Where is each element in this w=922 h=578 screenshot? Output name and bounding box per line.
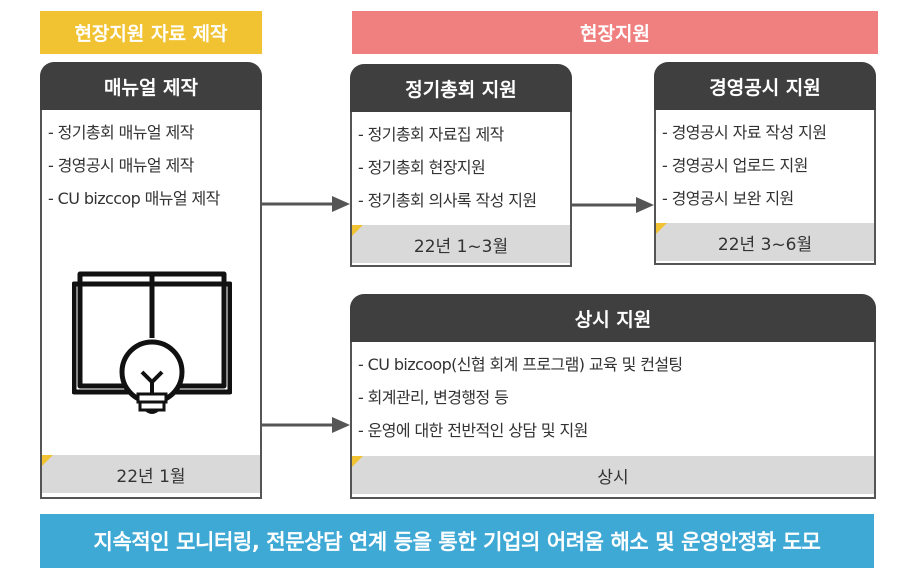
disclosure-period: 22년 3~6월: [717, 234, 813, 255]
general-meeting-card: - 정기총회 자료집 제작 - 정기총회 현장지원 - 정기총회 의사록 작성 …: [350, 112, 572, 267]
general-meeting-card-title: 정기총회 지원: [405, 78, 517, 101]
corner-marker: [656, 223, 667, 234]
ongoing-card-title: 상시 지원: [574, 308, 652, 331]
disclosure-item-list: - 경영공시 자료 작성 지원 - 경영공시 업로드 지원 - 경영공시 보완 …: [662, 116, 827, 215]
manual-item-2: - 경영공시 매뉴얼 제작: [48, 156, 194, 175]
banner-field-support: 현장지원: [352, 11, 878, 54]
ongoing-item-1: - CU bizcoop(신협 회계 프로그램) 교육 및 컨설팅: [358, 355, 683, 374]
corner-marker: [352, 456, 363, 467]
book-lightbulb-icon: [72, 271, 232, 414]
manual-period: 22년 1월: [116, 466, 186, 487]
goal-statement-bar: 지속적인 모니터링, 전문상담 연계 등을 통한 기업의 어려움 해소 및 운영…: [40, 514, 874, 568]
general-meeting-item-1: - 정기총회 자료집 제작: [358, 125, 504, 144]
manual-card-title: 매뉴얼 제작: [103, 76, 198, 99]
manual-period-bar: 22년 1월: [42, 455, 260, 493]
ongoing-item-list: - CU bizcoop(신협 회계 프로그램) 교육 및 컨설팅 - 회계관리…: [358, 348, 683, 447]
manual-item-1: - 정기총회 매뉴얼 제작: [48, 123, 194, 142]
banner-materials: 현장지원 자료 제작: [40, 11, 262, 54]
general-meeting-card-header: 정기총회 지원: [350, 64, 572, 112]
corner-marker: [352, 225, 363, 236]
arrow-manual-to-meeting-icon: [262, 196, 350, 212]
banner-field-support-label: 현장지원: [580, 23, 650, 45]
general-meeting-period: 22년 1~3월: [413, 236, 509, 257]
disclosure-item-3: - 경영공시 보완 지원: [662, 189, 794, 208]
ongoing-item-2: - 회계관리, 변경행정 등: [358, 388, 509, 407]
disclosure-item-1: - 경영공시 자료 작성 지원: [662, 123, 827, 142]
disclosure-card: - 경영공시 자료 작성 지원 - 경영공시 업로드 지원 - 경영공시 보완 …: [654, 110, 876, 265]
ongoing-period-bar: 상시: [352, 456, 874, 494]
disclosure-card-title: 경영공시 지원: [709, 76, 821, 99]
ongoing-period: 상시: [597, 467, 629, 488]
general-meeting-item-list: - 정기총회 자료집 제작 - 정기총회 현장지원 - 정기총회 의사록 작성 …: [358, 118, 537, 217]
ongoing-card: - CU bizcoop(신협 회계 프로그램) 교육 및 컨설팅 - 회계관리…: [350, 342, 876, 499]
manual-card: - 정기총회 매뉴얼 제작 - 경영공시 매뉴얼 제작 - CU bizccop…: [40, 110, 262, 499]
corner-marker: [42, 455, 53, 466]
manual-item-list: - 정기총회 매뉴얼 제작 - 경영공시 매뉴얼 제작 - CU bizccop…: [48, 116, 220, 215]
disclosure-item-2: - 경영공시 업로드 지원: [662, 156, 808, 175]
goal-statement: 지속적인 모니터링, 전문상담 연계 등을 통한 기업의 어려움 해소 및 운영…: [93, 530, 821, 554]
general-meeting-item-3: - 정기총회 의사록 작성 지원: [358, 191, 537, 210]
disclosure-card-header: 경영공시 지원: [654, 62, 876, 110]
ongoing-card-header: 상시 지원: [350, 294, 876, 342]
manual-item-3: - CU bizccop 매뉴얼 제작: [48, 189, 220, 208]
arrow-meeting-to-disclosure-icon: [572, 197, 654, 213]
ongoing-item-3: - 운영에 대한 전반적인 상담 및 지원: [358, 421, 588, 440]
arrow-manual-to-ongoing-icon: [262, 417, 350, 433]
disclosure-period-bar: 22년 3~6월: [656, 223, 874, 261]
general-meeting-item-2: - 정기총회 현장지원: [358, 158, 486, 177]
manual-card-header: 매뉴얼 제작: [40, 62, 262, 110]
general-meeting-period-bar: 22년 1~3월: [352, 225, 570, 263]
banner-materials-label: 현장지원 자료 제작: [74, 23, 228, 45]
